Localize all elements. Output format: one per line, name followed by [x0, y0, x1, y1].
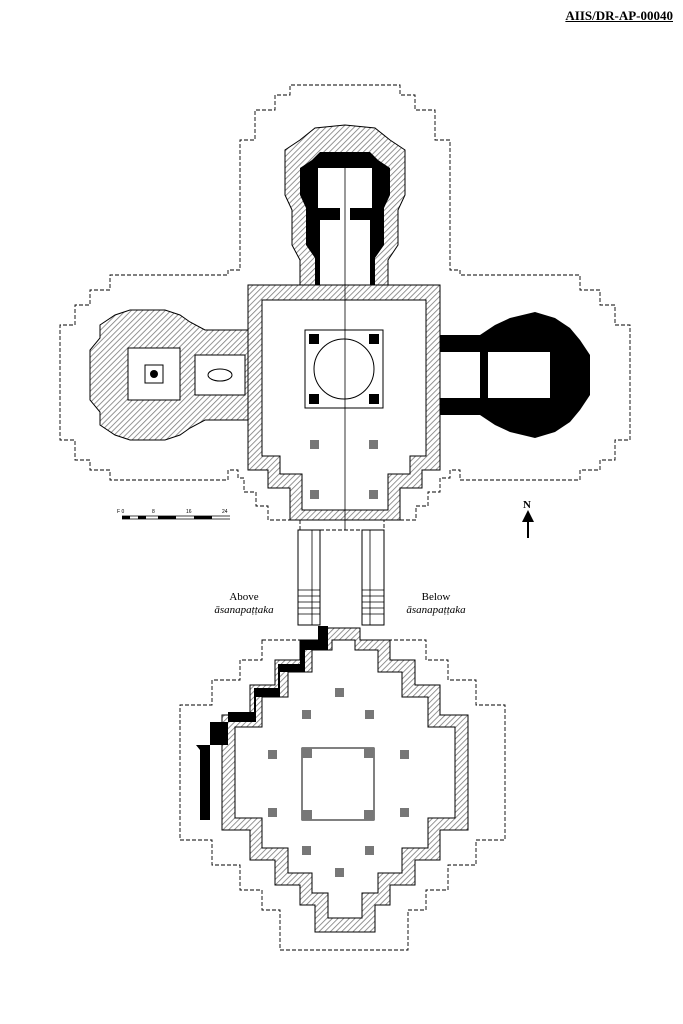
upper-plinth-outline [59, 84, 631, 531]
annotation-below-line1: Below [421, 591, 451, 603]
north-arrow-icon: N [522, 499, 534, 538]
scale-label-16: 16 [186, 509, 192, 515]
connecting-passage [297, 529, 385, 626]
central-hall [247, 160, 441, 530]
lower-hall [179, 626, 506, 951]
north-label: N [523, 499, 531, 511]
scale-bar: F 0 8 16 24 [117, 509, 230, 520]
lower-plinth-outline [179, 639, 506, 951]
scale-label-0: F 0 [117, 509, 124, 515]
scale-label-24: 24 [222, 509, 228, 515]
annotation-above-term: āsanapaṭṭaka [214, 604, 274, 616]
west-shrine [89, 309, 261, 441]
annotation-below: Below āsanapaṭṭaka [388, 591, 484, 617]
annotation-above: Above āsanapaṭṭaka [196, 591, 292, 617]
annotation-below-term: āsanapaṭṭaka [406, 604, 466, 616]
scale-label-8: 8 [152, 509, 155, 515]
annotation-above-line1: Above [229, 591, 259, 603]
east-shrine [415, 312, 590, 438]
reference-id: AIIS/DR-AP-00040 [565, 8, 673, 23]
